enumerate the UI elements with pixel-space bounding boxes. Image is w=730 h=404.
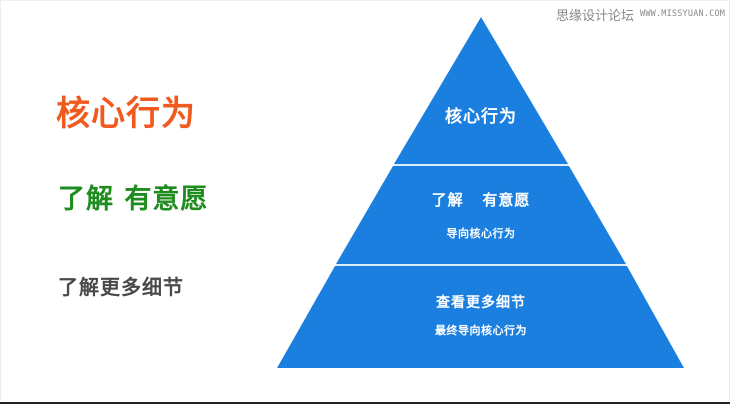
label-core-behavior: 核心行为 (56, 94, 196, 134)
tier-top-title: 核心行为 (445, 107, 517, 127)
label-learn-more-details: 了解更多细节 (58, 275, 184, 299)
pyramid-tier-middle (336, 166, 626, 264)
watermark: 思缘设计论坛 WWW.MISSYUAN.COM (556, 6, 726, 24)
tier-middle-subtitle: 导向核心行为 (446, 227, 516, 240)
label-understand-willing: 了解 有意愿 (58, 184, 209, 215)
tier-bottom-subtitle: 最终导向核心行为 (435, 324, 527, 337)
watermark-site-name: 思缘设计论坛 (556, 8, 635, 24)
watermark-url: WWW.MISSYUAN.COM (640, 9, 726, 19)
pyramid-tier-bottom (277, 266, 684, 368)
pyramid-tier-top (394, 17, 568, 164)
bottom-border (0, 402, 730, 404)
tier-middle-title: 了解 有意愿 (431, 191, 531, 209)
tier-bottom-title: 查看更多细节 (436, 295, 526, 311)
